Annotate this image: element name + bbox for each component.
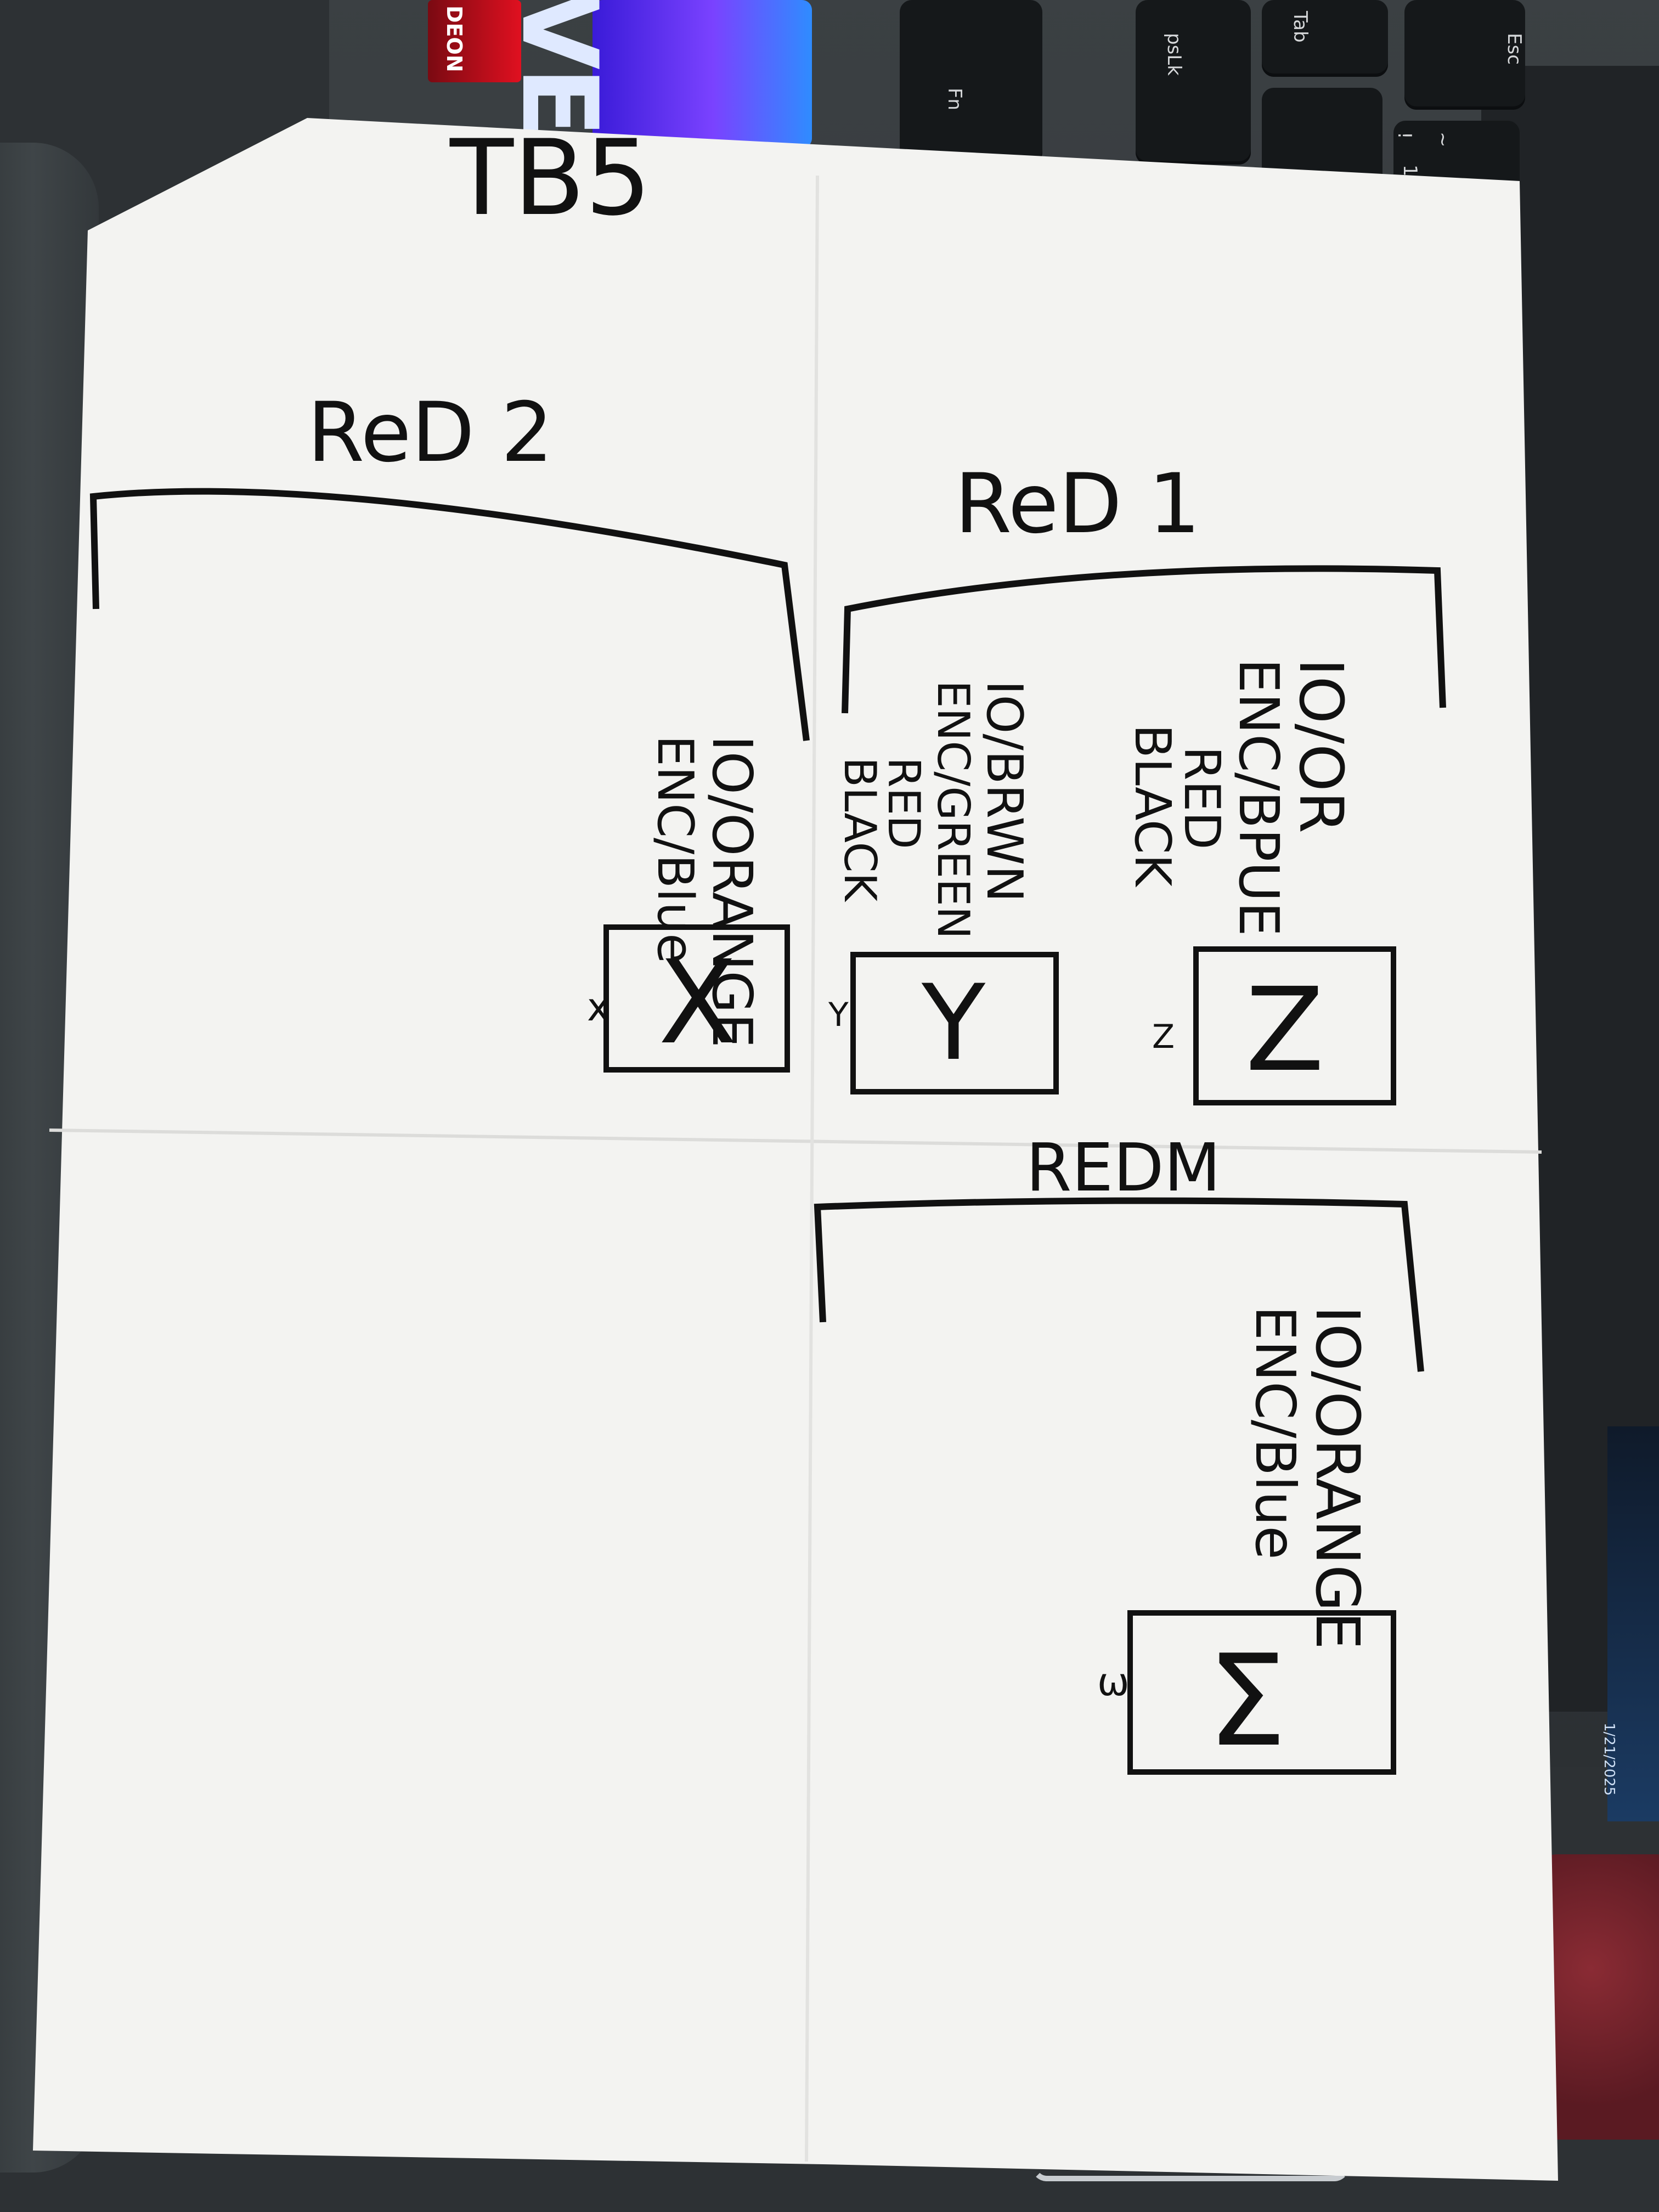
red-sticker	[428, 0, 521, 82]
section-red3-notes: IO/ORANGE ENC/Blue	[1243, 1306, 1373, 1650]
red1-a-note-2: ENC/GREEN	[928, 680, 979, 939]
red1-a-note-3: RED	[878, 757, 929, 849]
red1-a-note-1: IO/BRWN	[975, 680, 1033, 902]
section-red1-label: ReD 1	[955, 456, 1200, 552]
laptop-screen-strip	[1607, 1426, 1659, 1821]
section-red2-bracket	[89, 488, 810, 741]
red2-box	[603, 924, 790, 1073]
red1-b-note-1: IO/OR	[1286, 658, 1356, 833]
paper-sheet	[33, 118, 1558, 2181]
red1-box-b	[1193, 946, 1396, 1105]
red1-b-note-4: BLACK	[1124, 724, 1181, 888]
red1-box-b-glyph: Z	[1245, 963, 1324, 1097]
red1-b-note-3: RED	[1173, 746, 1231, 850]
red1-notes-b: IO/OR ENC/BPUE RED BLACK	[1124, 658, 1356, 936]
red3-box-glyph: Σ	[1207, 1628, 1286, 1775]
section-red2-notes: IO/ORANGE ENC/Blue	[646, 735, 764, 1048]
section-red3-label: REDM	[1026, 1130, 1221, 1206]
key-capslock	[1136, 0, 1251, 165]
red1-box-a-glyph: Y	[921, 962, 986, 1084]
key-fn	[900, 0, 1042, 165]
paper-fold-vertical	[805, 175, 819, 2162]
section-red2-label: ReD 2	[307, 385, 553, 481]
section-red1-bracket	[842, 565, 1446, 714]
sheet-title: TB5	[449, 117, 651, 239]
red3-note-1: IO/ORANGE	[1302, 1306, 1373, 1650]
laptop-sticker	[592, 0, 812, 148]
paper-fold-horizontal	[49, 1128, 1542, 1154]
red2-box-side-mark: x	[587, 985, 610, 1030]
red1-box-a-side-mark: Y	[828, 996, 849, 1034]
red2-box-glyph: X	[658, 935, 737, 1070]
red2-note-1: IO/ORANGE	[700, 735, 764, 1048]
key-esc	[1404, 0, 1525, 110]
red1-b-note-2: ENC/BPUE	[1227, 658, 1291, 936]
red1-a-note-4: BLACK	[834, 757, 885, 902]
red1-notes-a: IO/BRWN ENC/GREEN RED BLACK	[834, 680, 1033, 939]
red1-box-b-side-mark: Z	[1152, 1018, 1175, 1056]
red3-note-2: ENC/Blue	[1243, 1306, 1307, 1560]
red1-box-a	[850, 952, 1059, 1094]
red3-box-side-mark: ω	[1097, 1660, 1130, 1705]
red3-box	[1127, 1610, 1396, 1775]
key-tab	[1262, 0, 1388, 77]
section-red3-bracket	[814, 1197, 1424, 1372]
